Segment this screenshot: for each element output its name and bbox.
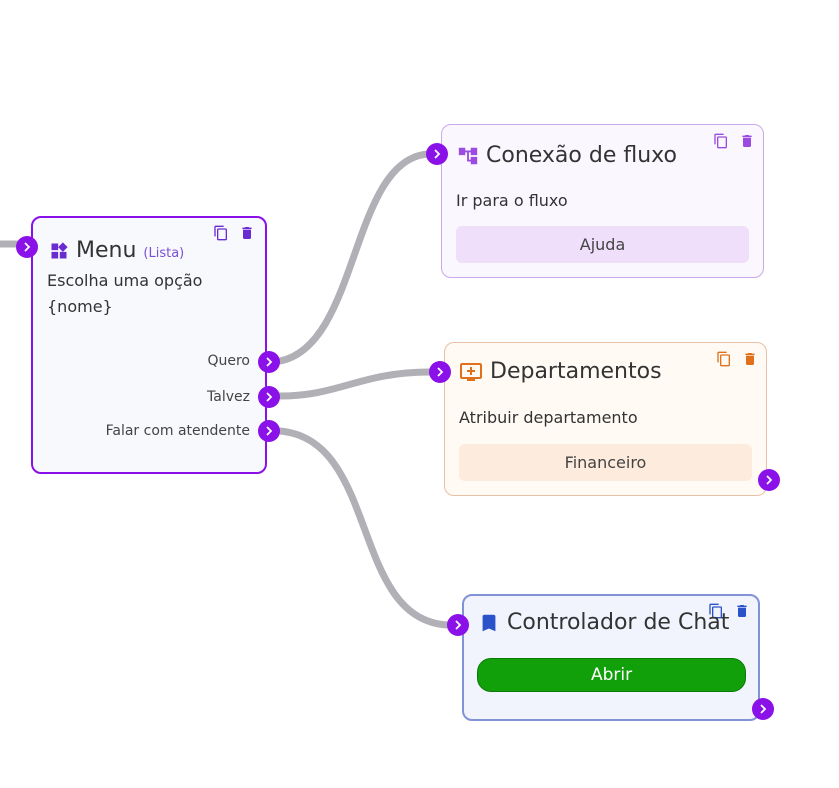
- chevron-right-icon: [266, 426, 273, 436]
- copy-icon[interactable]: [716, 351, 732, 367]
- option-label-quero: Quero: [207, 353, 250, 369]
- chat-input-handle[interactable]: [447, 614, 469, 636]
- edge-quero-to-flow: [276, 150, 432, 365]
- departments-description: Atribuir departamento: [459, 408, 638, 427]
- chevron-right-icon: [266, 392, 273, 402]
- chat-output-handle[interactable]: [752, 698, 774, 720]
- chat-controller-node[interactable]: Controlador de Chat Abrir: [462, 594, 760, 721]
- flow-title: Conexão de fluxo: [486, 143, 677, 168]
- menu-node[interactable]: Menu (Lista) Escolha uma opção {nome} Qu…: [31, 216, 267, 474]
- copy-icon[interactable]: [213, 225, 229, 241]
- add-to-queue-icon: [460, 362, 482, 381]
- menu-message-line1: Escolha uma opção: [47, 271, 203, 290]
- trash-icon[interactable]: [739, 133, 755, 149]
- chevron-right-icon: [266, 357, 273, 367]
- departments-node[interactable]: Departamentos Atribuir departamento Fina…: [444, 342, 767, 496]
- trash-icon[interactable]: [742, 351, 758, 367]
- open-chat-button[interactable]: Abrir: [477, 658, 746, 692]
- menu-subtitle: (Lista): [143, 246, 185, 261]
- edge-atendente-to-chat: [276, 427, 452, 629]
- copy-icon[interactable]: [708, 603, 724, 619]
- chat-title-row: Controlador de Chat: [478, 610, 729, 635]
- chevron-right-icon: [24, 242, 31, 252]
- option-label-talvez: Talvez: [207, 389, 250, 405]
- chevron-right-icon: [434, 149, 441, 159]
- department-button[interactable]: Financeiro: [459, 444, 752, 481]
- flow-title-row: Conexão de fluxo: [457, 143, 677, 168]
- menu-message: Escolha uma opção {nome}: [47, 268, 202, 320]
- menu-title: Menu: [76, 238, 137, 263]
- trash-icon[interactable]: [239, 225, 255, 241]
- flow-input-handle[interactable]: [426, 143, 448, 165]
- departments-node-actions: [716, 351, 758, 367]
- menu-node-actions: [213, 225, 255, 241]
- departments-title: Departamentos: [490, 359, 662, 384]
- flow-tree-icon: [458, 147, 478, 164]
- widgets-icon: [51, 241, 68, 258]
- chat-node-actions: [708, 603, 750, 619]
- chevron-right-icon: [766, 475, 773, 485]
- menu-output-handle-talvez[interactable]: [258, 386, 280, 408]
- departments-input-handle[interactable]: [429, 361, 451, 383]
- menu-message-line2: {nome}: [47, 297, 113, 316]
- menu-title-row: Menu (Lista): [49, 238, 184, 263]
- menu-input-handle[interactable]: [16, 236, 38, 258]
- chevron-right-icon: [760, 704, 767, 714]
- chevron-right-icon: [455, 620, 462, 630]
- flow-description: Ir para o fluxo: [456, 191, 568, 210]
- chevron-right-icon: [437, 367, 444, 377]
- option-label-falar-com-atendente: Falar com atendente: [105, 423, 250, 439]
- departments-title-row: Departamentos: [459, 359, 662, 384]
- edge-talvez-to-departments: [276, 368, 434, 400]
- chat-title: Controlador de Chat: [507, 610, 730, 635]
- menu-output-handle-quero[interactable]: [258, 351, 280, 373]
- trash-icon[interactable]: [734, 603, 750, 619]
- menu-output-handle-falar-com-atendente[interactable]: [258, 420, 280, 442]
- flow-connection-node[interactable]: Conexão de fluxo Ir para o fluxo Ajuda: [441, 124, 764, 278]
- flow-node-actions: [713, 133, 755, 149]
- bookmark-icon: [482, 614, 496, 631]
- flow-target-button[interactable]: Ajuda: [456, 226, 749, 263]
- copy-icon[interactable]: [713, 133, 729, 149]
- departments-output-handle[interactable]: [758, 469, 780, 491]
